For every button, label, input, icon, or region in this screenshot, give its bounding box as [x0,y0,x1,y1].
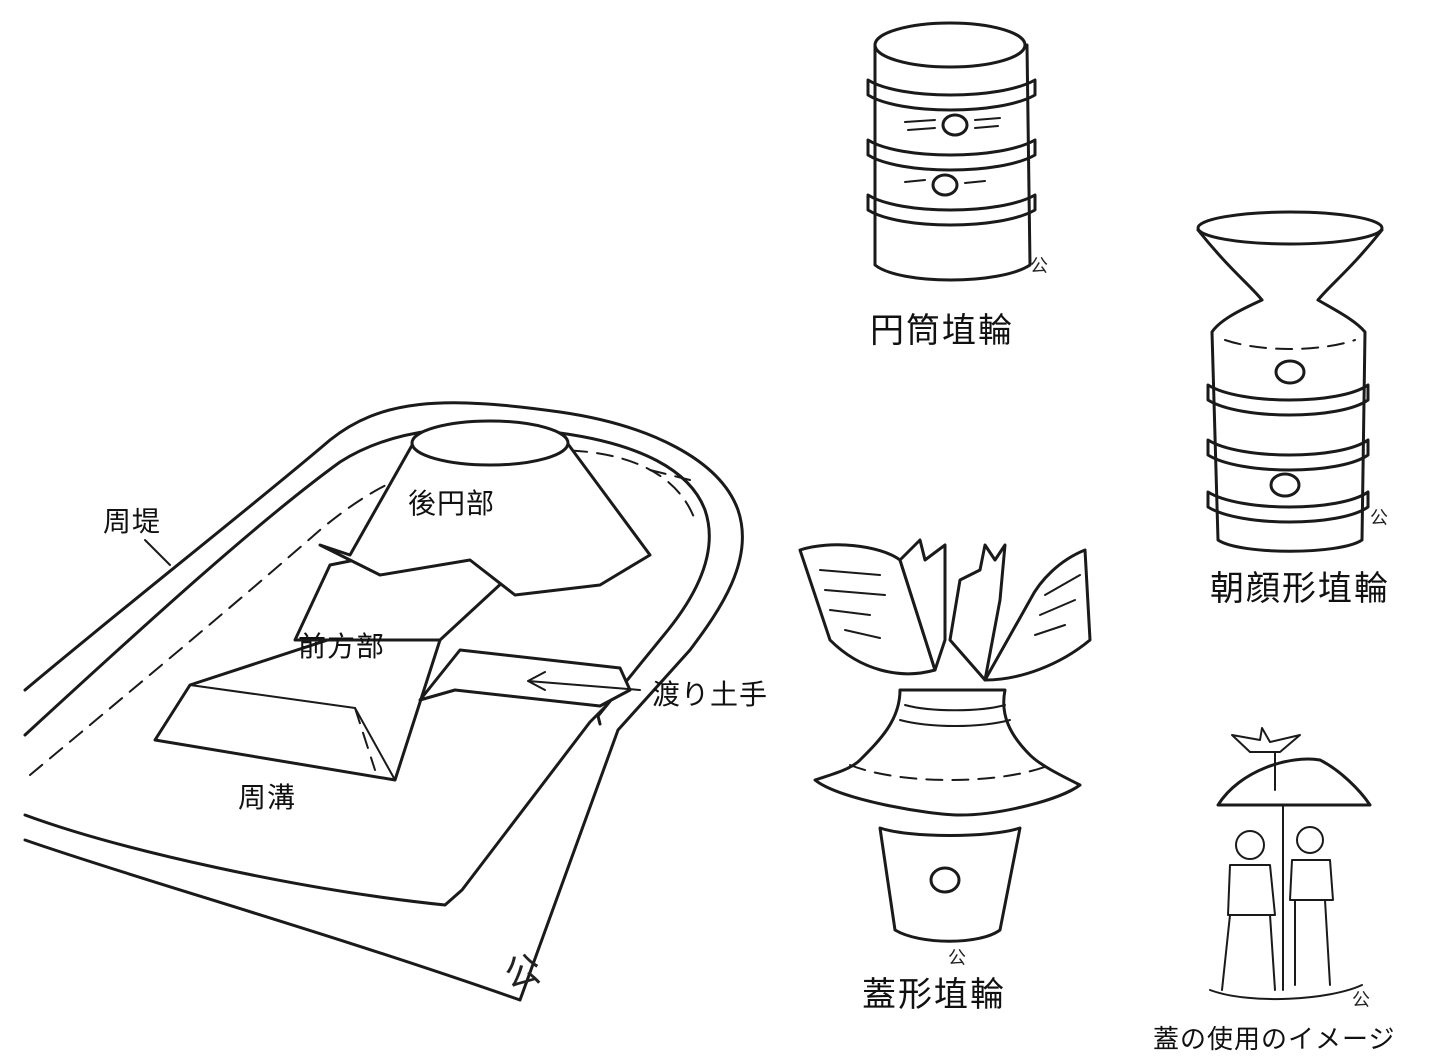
asagao-haniwa-drawing [1198,212,1382,551]
label-asagao-haniwa: 朝顔形埴輪 [1210,569,1390,609]
entou-band-2 [868,140,1035,170]
moat-outer-line-2 [25,840,520,1000]
moat-dashed-line [30,450,695,775]
entou-rim [875,23,1025,67]
zenpobu-dash [355,708,375,770]
entou-body [875,45,1030,280]
usage-image-drawing [1210,728,1370,999]
entou-hole-1 [943,115,967,135]
kinugasa-spike-right [950,545,1005,680]
person-right-head [1297,827,1323,853]
label-usage-image: 蓋の使用のイメージ [1153,1025,1396,1055]
asagao-body [1212,300,1365,551]
label-shuko: 周溝 [238,781,297,814]
watari-dote-front [420,690,600,706]
person-left-head [1236,831,1264,859]
kinugasa-wing-lines [820,570,1080,638]
signature-kofun: 公 [501,948,545,997]
usage-canopy-top [1232,728,1300,752]
asagao-band-3 [1208,492,1368,522]
kinugasa-haniwa-drawing [800,540,1090,941]
kinugasa-hole [931,868,959,892]
signature-usage: 公 [1352,990,1370,1011]
person-right-body [1290,860,1333,985]
asagao-band-2 [1208,440,1368,470]
asagao-hole-2 [1271,474,1299,496]
signature-kinugasa: 公 [948,948,966,969]
kinugasa-dash [850,765,1050,780]
person-left-body [1222,865,1275,990]
entou-hole-2 [933,175,957,195]
asagao-band-1 [1208,385,1368,415]
kofun-small-dash [650,470,690,480]
asagao-hole-1 [1276,361,1304,383]
signature-entou: 公 [1030,256,1048,277]
label-koenbu: 後円部 [408,487,496,520]
entou-haniwa-drawing [868,23,1035,280]
label-kinugasa-haniwa: 蓋形埴輪 [862,975,1006,1015]
shutei-leader [145,540,170,565]
entou-band-3 [868,195,1035,225]
asagao-dash [1225,340,1355,349]
asagao-mouth-rim [1198,212,1382,244]
kinugasa-spike-left [900,540,945,670]
koenbu-top [412,421,568,465]
kofun-diagram [25,403,742,1000]
watari-arrow [528,672,640,690]
entou-hatching [905,118,1000,183]
entou-band-1 [868,80,1035,110]
kinugasa-neck-rings [900,705,1010,726]
kinugasa-pedestal [880,828,1020,941]
kinugasa-body [815,690,1080,815]
signature-asagao: 公 [1370,508,1388,529]
label-watari-dote: 渡り土手 [652,678,769,711]
usage-canopy [1218,759,1370,805]
label-shutei: 周堤 [103,505,162,538]
moat-outer-line [25,706,606,905]
asagao-flare [1198,230,1382,300]
usage-ground [1210,985,1362,999]
label-zenpobu: 前方部 [298,630,386,663]
shutei-outer-line [25,403,742,1000]
label-entou-haniwa: 円筒埴輪 [870,311,1014,351]
